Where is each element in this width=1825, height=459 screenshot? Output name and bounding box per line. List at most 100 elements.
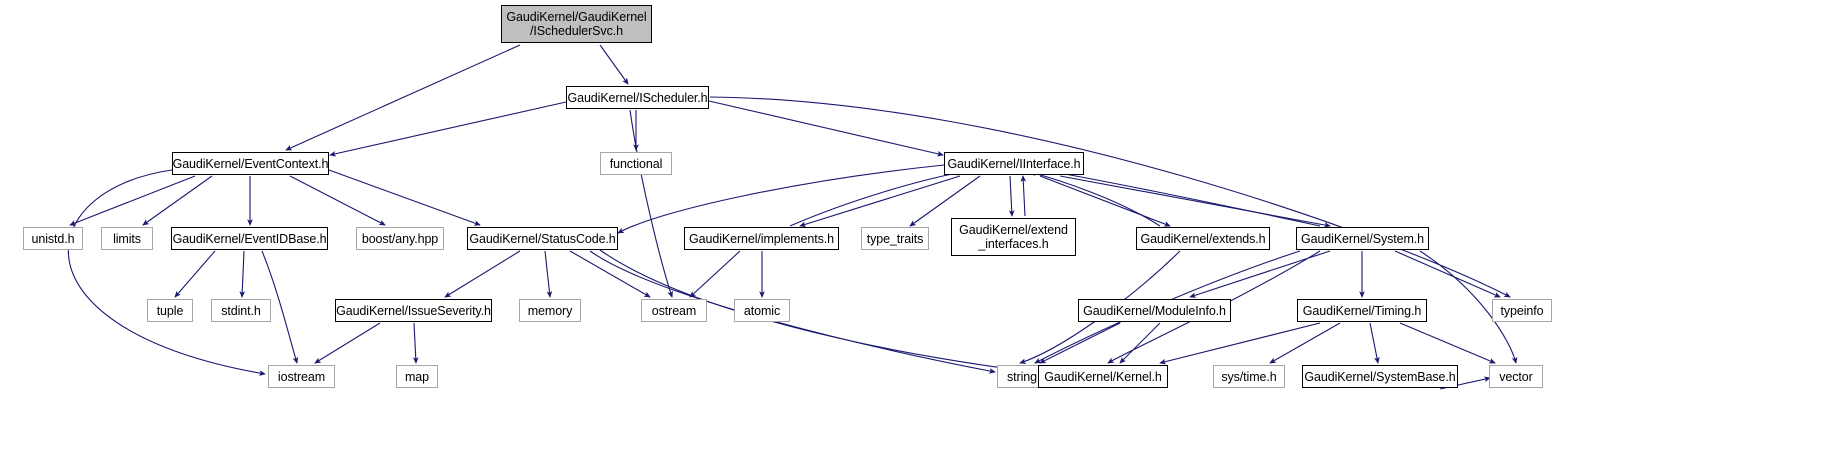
graph-node-label: GaudiKernel/Kernel.h	[1044, 369, 1162, 384]
graph-node-label: GaudiKernel/IScheduler.h	[567, 90, 708, 105]
graph-node-label: GaudiKernel/implements.h	[689, 231, 834, 246]
graph-edge	[1039, 322, 1121, 364]
graph-edge	[328, 169, 481, 226]
graph-edge	[1159, 322, 1321, 365]
graph-edge	[708, 100, 944, 157]
graph-node-n28[interactable]: sys/time.h	[1213, 365, 1285, 388]
graph-node-label: type_traits	[866, 231, 924, 246]
graph-edge	[709, 96, 1511, 298]
graph-node-n13[interactable]: GaudiKernel/extends.h	[1136, 227, 1270, 250]
graph-node-label: GaudiKernel/EventContext.h	[172, 156, 329, 171]
graph-node-n24[interactable]: iostream	[268, 365, 335, 388]
graph-node-n2[interactable]: GaudiKernel/EventContext.h	[172, 152, 329, 175]
graph-edge	[239, 250, 246, 298]
graph-node-n0: GaudiKernel/GaudiKernel /ISchedulerSvc.h	[501, 5, 652, 43]
graph-edge	[1020, 175, 1027, 217]
graph-node-label: boost/any.hpp	[361, 231, 439, 246]
graph-node-n9[interactable]: GaudiKernel/StatusCode.h	[467, 227, 618, 250]
graph-node-n27[interactable]: GaudiKernel/Kernel.h	[1038, 365, 1168, 388]
graph-edge	[261, 250, 299, 364]
graph-node-n11[interactable]: type_traits	[861, 227, 929, 250]
graph-node-n5[interactable]: unistd.h	[23, 227, 83, 250]
graph-node-n12[interactable]: GaudiKernel/extend _interfaces.h	[951, 218, 1076, 256]
graph-node-n18[interactable]: memory	[519, 299, 581, 322]
graph-edge	[444, 250, 521, 298]
graph-edge	[629, 109, 673, 298]
graph-edge	[289, 175, 386, 226]
graph-node-n22[interactable]: GaudiKernel/Timing.h	[1297, 299, 1427, 322]
graph-edge	[142, 175, 213, 226]
graph-node-n10[interactable]: GaudiKernel/implements.h	[684, 227, 839, 250]
graph-node-n16[interactable]: stdint.h	[211, 299, 271, 322]
graph-edge	[599, 249, 1036, 375]
graph-node-label: limits	[113, 231, 141, 246]
graph-node-n15[interactable]: tuple	[147, 299, 193, 322]
graph-node-label: GaudiKernel/Timing.h	[1302, 303, 1422, 318]
graph-node-n19[interactable]: ostream	[641, 299, 707, 322]
graph-node-label: string	[1007, 369, 1037, 384]
graph-edge	[1059, 175, 1331, 228]
graph-node-label: GaudiKernel/extends.h	[1140, 231, 1266, 246]
graph-node-n6[interactable]: limits	[101, 227, 153, 250]
graph-node-n7[interactable]: GaudiKernel/EventIDBase.h	[171, 227, 328, 250]
graph-node-label: vector	[1499, 369, 1533, 384]
graph-edge	[569, 250, 651, 298]
graph-node-n1[interactable]: GaudiKernel/IScheduler.h	[566, 86, 709, 109]
graph-node-label: functional	[609, 156, 663, 171]
graph-edge	[1119, 322, 1161, 364]
graph-node-n4[interactable]: GaudiKernel/IInterface.h	[944, 152, 1084, 175]
graph-edge	[174, 250, 216, 298]
graph-node-label: GaudiKernel/extend _interfaces.h	[959, 223, 1068, 251]
graph-edge	[1419, 250, 1518, 364]
graph-edge	[617, 164, 945, 234]
graph-node-label: iostream	[277, 369, 326, 384]
graph-edge	[689, 250, 741, 298]
graph-node-label: memory	[527, 303, 573, 318]
graph-node-n3[interactable]: functional	[600, 152, 672, 175]
graph-node-n8[interactable]: boost/any.hpp	[356, 227, 444, 250]
graph-node-label: GaudiKernel/StatusCode.h	[469, 231, 616, 246]
graph-edge	[285, 44, 521, 151]
graph-edge	[314, 322, 381, 364]
graph-edge	[1369, 322, 1380, 364]
graph-node-label: GaudiKernel/SystemBase.h	[1304, 369, 1456, 384]
graph-edge	[69, 175, 196, 226]
graph-node-n17[interactable]: GaudiKernel/IssueSeverity.h	[335, 299, 492, 322]
graph-edge	[789, 170, 963, 227]
graph-node-label: unistd.h	[31, 231, 75, 246]
graph-edge	[1399, 322, 1496, 364]
graph-node-label: GaudiKernel/IInterface.h	[947, 156, 1081, 171]
graph-node-label: atomic	[743, 303, 781, 318]
graph-node-label: sys/time.h	[1221, 369, 1277, 384]
graph-node-label: GaudiKernel/GaudiKernel /ISchedulerSvc.h	[506, 10, 647, 38]
graph-edge	[412, 322, 419, 364]
graph-node-label: tuple	[156, 303, 184, 318]
graph-node-n23[interactable]: typeinfo	[1492, 299, 1552, 322]
graph-node-n25[interactable]: map	[396, 365, 438, 388]
graph-edge	[599, 44, 629, 85]
graph-edge	[909, 175, 981, 227]
graph-edge	[329, 101, 567, 157]
graph-node-n29[interactable]: GaudiKernel/SystemBase.h	[1302, 365, 1458, 388]
graph-edge	[67, 169, 266, 376]
graph-node-label: GaudiKernel/EventIDBase.h	[172, 231, 327, 246]
graph-node-label: stdint.h	[221, 303, 261, 318]
graph-edge	[1394, 250, 1501, 298]
graph-node-label: ostream	[651, 303, 697, 318]
graph-node-label: GaudiKernel/ModuleInfo.h	[1083, 303, 1226, 318]
graph-node-n20[interactable]: atomic	[734, 299, 790, 322]
graph-edge	[1008, 175, 1015, 217]
graph-edge	[799, 175, 961, 228]
graph-edge	[544, 250, 553, 298]
graph-node-n30[interactable]: vector	[1489, 365, 1543, 388]
graph-edge	[1029, 170, 1161, 227]
graph-node-label: map	[404, 369, 430, 384]
graph-edge	[1269, 322, 1341, 364]
graph-node-n21[interactable]: GaudiKernel/ModuleInfo.h	[1078, 299, 1231, 322]
graph-edge	[1039, 175, 1171, 227]
graph-node-label: GaudiKernel/IssueSeverity.h	[336, 303, 491, 318]
graph-node-label: typeinfo	[1500, 303, 1544, 318]
graph-node-n14[interactable]: GaudiKernel/System.h	[1296, 227, 1429, 250]
